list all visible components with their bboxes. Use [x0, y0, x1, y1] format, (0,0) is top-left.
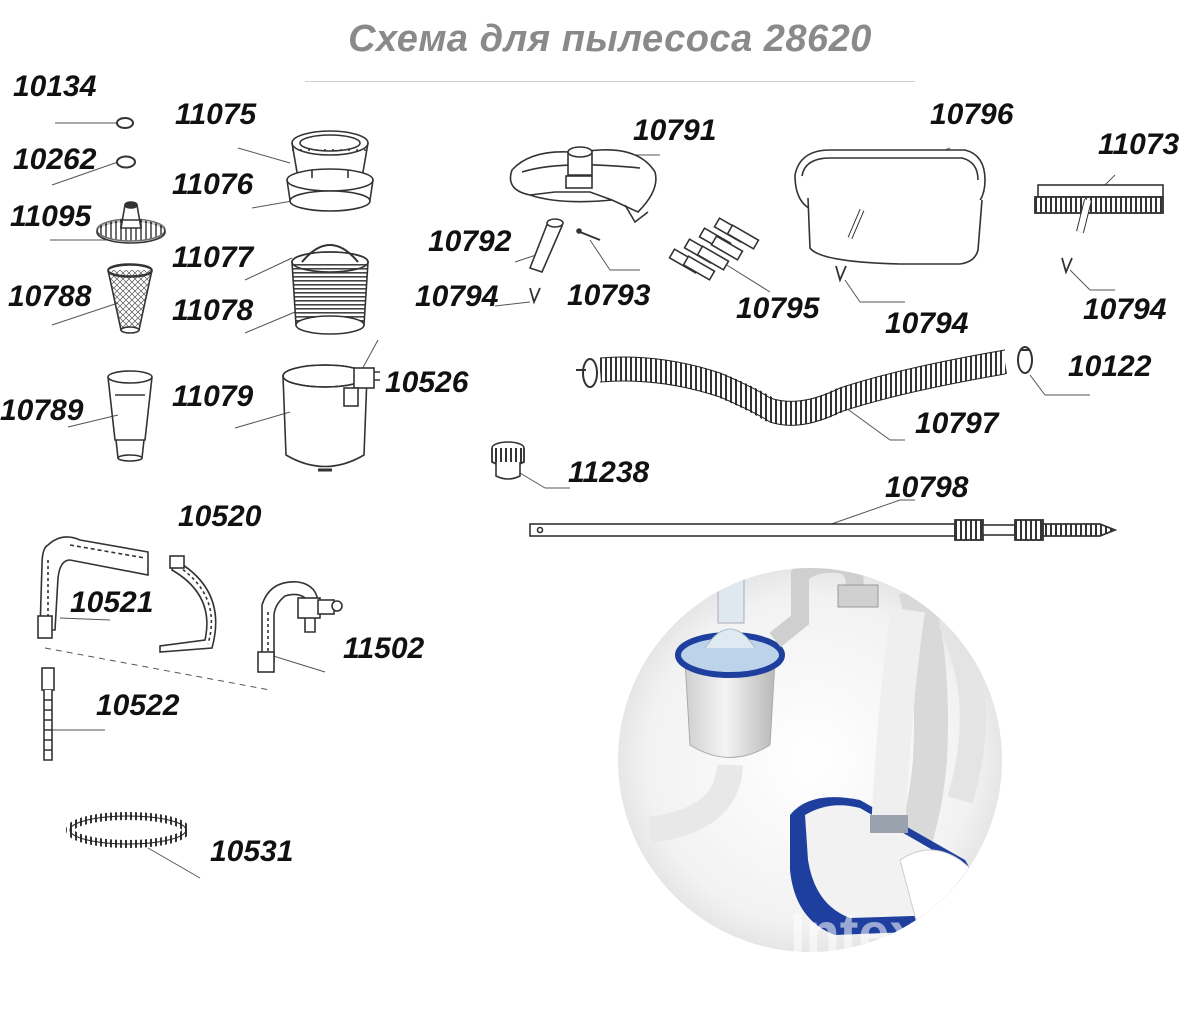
label-10794-a: 10794: [415, 280, 499, 313]
label-11502: 11502: [343, 632, 425, 665]
part-10791-vacuum-head: [509, 146, 657, 224]
label-10794-b: 10794: [885, 307, 969, 340]
label-10122: 10122: [1068, 350, 1152, 383]
label-10526: 10526: [385, 366, 469, 399]
label-11238: 11238: [568, 456, 650, 489]
part-10795-brush-strips: [668, 217, 760, 281]
label-10794-c: 10794: [1083, 293, 1167, 326]
part-10520-curved-guide: [159, 555, 217, 653]
part-10122-hose-clamp-left: [576, 358, 598, 388]
label-10522: 10522: [96, 689, 180, 722]
label-11077: 11077: [172, 241, 254, 274]
part-10796-leaf-net: [794, 149, 986, 265]
label-10791: 10791: [633, 114, 717, 147]
label-10797: 10797: [915, 407, 999, 440]
label-10788: 10788: [8, 280, 92, 313]
product-photo: [618, 568, 1002, 952]
part-10793-pin: [576, 228, 601, 241]
label-10792: 10792: [428, 225, 512, 258]
title-divider: [305, 81, 915, 82]
part-10798-telescopic-pole: [529, 519, 1118, 541]
part-10794-clip-b: [835, 265, 847, 283]
label-11076: 11076: [172, 168, 254, 201]
label-10796: 10796: [930, 98, 1014, 131]
part-11238-adapter: [491, 441, 525, 480]
part-10122-hose-clamp-right: [1017, 346, 1033, 374]
label-11078: 11078: [172, 294, 254, 327]
part-10797-hose: [599, 349, 1008, 426]
label-10520: 10520: [178, 500, 262, 533]
label-10798: 10798: [885, 471, 969, 504]
part-10794-clip-c: [1061, 257, 1073, 275]
part-10788-filter-cartridge: [107, 263, 153, 334]
part-11502-bracket: [257, 581, 343, 673]
label-10521: 10521: [70, 586, 154, 619]
label-10134: 10134: [13, 70, 97, 103]
label-10531: 10531: [210, 835, 294, 868]
part-11073-wall-brush: [1034, 184, 1164, 233]
watermark: IntexPool.ua: [790, 901, 1123, 964]
part-11095-float: [96, 201, 166, 244]
part-11075-11076-cover: [286, 130, 374, 212]
label-11095: 11095: [10, 200, 92, 233]
page-title: Схема для пылесоса 28620: [348, 18, 872, 60]
part-11077-11078-basket: [291, 244, 369, 335]
part-10531-hose-coil: [66, 812, 190, 848]
part-10522-strap: [41, 667, 55, 761]
part-10134-oring: [116, 117, 134, 129]
part-10262-oring: [116, 155, 136, 169]
label-10262: 10262: [13, 143, 97, 176]
part-11079-skimmer-pot: [282, 364, 368, 472]
label-11075: 11075: [175, 98, 257, 131]
part-10521-mount-arm: [37, 536, 149, 639]
part-10789-filter-housing: [107, 370, 153, 462]
part-10794-clip-a: [529, 287, 541, 305]
part-10792-connector: [528, 218, 564, 273]
label-10789: 10789: [0, 394, 84, 427]
part-10526-hook-clip: [343, 367, 380, 407]
label-10793: 10793: [567, 279, 651, 312]
label-11079: 11079: [172, 380, 254, 413]
label-10795: 10795: [736, 292, 820, 325]
label-11073: 11073: [1098, 128, 1180, 161]
